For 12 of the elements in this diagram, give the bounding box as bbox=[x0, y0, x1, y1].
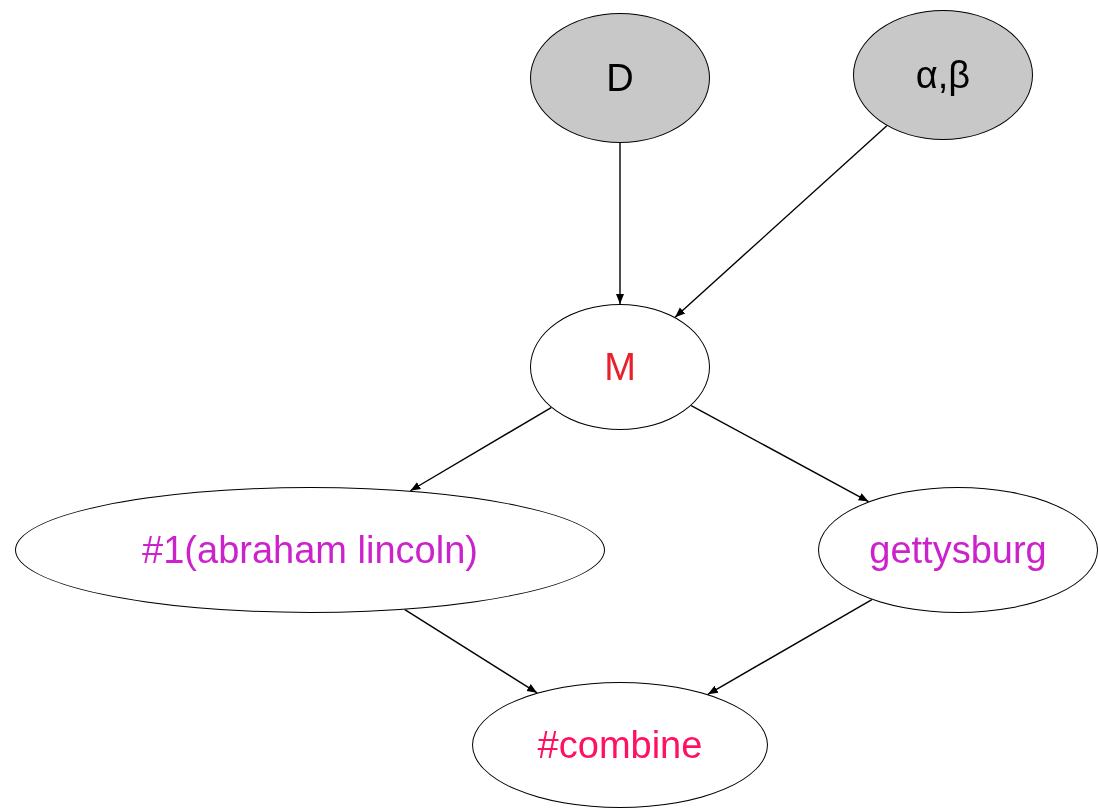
node-label: M bbox=[604, 345, 636, 389]
node-label: D bbox=[606, 56, 634, 100]
arrow bbox=[690, 404, 870, 503]
node-label: #1(abraham lincoln) bbox=[142, 528, 478, 572]
arrow bbox=[674, 125, 888, 318]
arrow bbox=[707, 598, 873, 695]
arrow bbox=[404, 608, 538, 694]
node-label: gettysburg bbox=[869, 528, 1047, 572]
node-label: α,β bbox=[915, 53, 971, 97]
node-label: #combine bbox=[537, 723, 703, 767]
arrow bbox=[409, 406, 552, 492]
arrow bbox=[616, 142, 624, 305]
